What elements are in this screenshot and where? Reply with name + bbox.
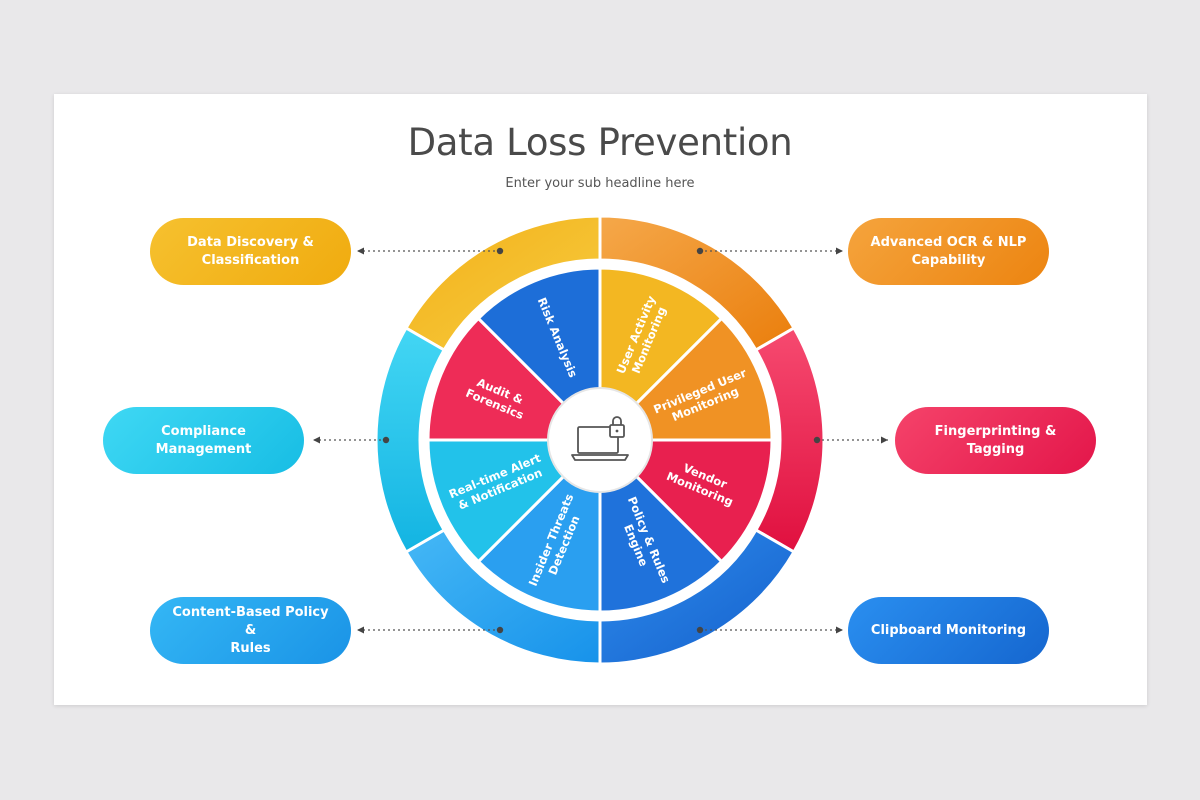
pill-label-line: Data Discovery & <box>187 234 314 250</box>
connector-dot <box>813 436 821 444</box>
pill-right-mid: Fingerprinting & Tagging <box>895 407 1096 474</box>
page-subtitle: Enter your sub headline here <box>505 176 695 191</box>
connector-dot <box>496 247 504 255</box>
segment-privileged-user-monitoring: Privileged UserMonitoring <box>633 316 774 442</box>
segment-policy-rules-engine: Policy & RulesEngine <box>598 473 724 614</box>
segment-vendor-monitoring: VendorMonitoring <box>633 438 774 564</box>
laptop-lock-icon <box>571 416 629 461</box>
pill-left-bottom: Content-Based Policy & Rules <box>150 597 351 664</box>
segment-risk-analysis: Risk Analysis <box>476 266 602 407</box>
pill-label-line: Advanced OCR & NLP <box>870 234 1027 250</box>
pill-label-line: Capability <box>911 252 986 268</box>
connector-arrow <box>836 626 843 634</box>
pill-label-line: Fingerprinting & Tagging <box>934 423 1057 457</box>
page-title: Data Loss Prevention <box>407 121 793 164</box>
pill-label-line: Rules <box>230 640 271 656</box>
pill-right-bottom: Clipboard Monitoring <box>848 597 1049 664</box>
center-hub <box>547 387 653 493</box>
connector-arrow <box>836 247 843 255</box>
outer-ring-left <box>374 325 447 555</box>
outer-ring <box>374 214 826 666</box>
connector-dot <box>696 626 704 634</box>
connector-arrow <box>881 436 888 444</box>
connector-dot <box>496 626 504 634</box>
segment-audit-forensics: Audit &Forensics <box>426 316 567 442</box>
connector-arrow <box>357 247 364 255</box>
pill-label-line: Clipboard Monitoring <box>870 622 1027 638</box>
connector-arrow <box>357 626 364 634</box>
connector-arrow <box>313 436 320 444</box>
pill-label-line: Content-Based Policy & <box>172 604 329 638</box>
center-circle <box>547 387 653 493</box>
connector-dot <box>382 436 390 444</box>
pill-left-top: Data Discovery & Classification <box>150 218 351 285</box>
pill-left-mid: Compliance Management <box>103 407 304 474</box>
pill-label-line: Classification <box>201 252 300 268</box>
connector-lines <box>313 247 888 634</box>
connector-dot <box>696 247 704 255</box>
pill-label-line: Compliance Management <box>155 423 252 457</box>
pill-right-top: Advanced OCR & NLP Capability <box>848 218 1049 285</box>
segment-insider-threats-detection: Insider ThreatsDetection <box>476 473 602 614</box>
